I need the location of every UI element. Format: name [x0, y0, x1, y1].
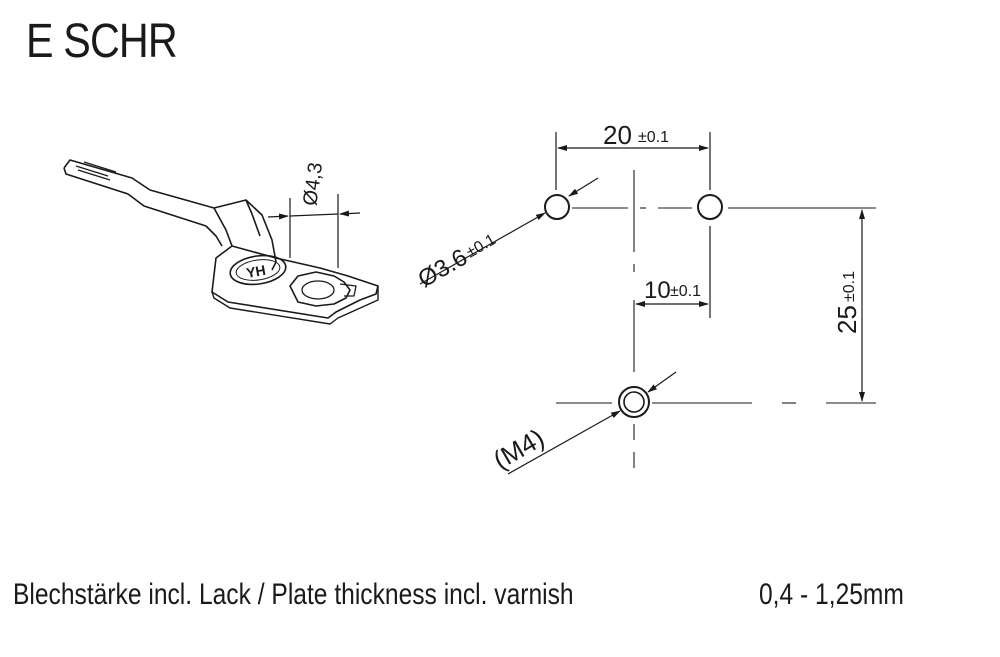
hole-pattern-view: 20 ±0.1 10 ±0.1 25 ±0.1 Ø3.6 ±0.1 (M4) [414, 120, 876, 475]
offset-horizontal-tolerance: ±0.1 [670, 283, 701, 300]
part-tab-ridges [75, 161, 117, 181]
plate-thickness-range: 0,4 - 1,25mm [759, 578, 904, 611]
hole-dimension-label: Ø4,3 [299, 161, 327, 207]
part-tab-outline [63, 159, 277, 271]
hole-dimension-lines [267, 194, 361, 268]
page-title: E SCHR [26, 15, 178, 68]
part-base-thickness [211, 286, 379, 325]
spacing-vertical-value: 25 [832, 305, 862, 334]
centerlines [556, 170, 876, 468]
hole-diameter-value: Ø3.6 [414, 244, 473, 293]
spacing-vertical-tolerance: ±0.1 [841, 271, 858, 302]
part-bend [213, 199, 261, 247]
part-tab-lower-edge [63, 167, 223, 247]
plate-thickness-description: Blechstärke incl. Lack / Plate thickness… [13, 578, 574, 611]
hole-bottom-threaded [618, 386, 650, 418]
part-logo-text: YH [245, 262, 267, 281]
hole-top-right [697, 194, 723, 220]
hole-top-left [544, 194, 570, 220]
part-logo-ellipse [229, 254, 287, 286]
spacing-horizontal-tolerance: ±0.1 [638, 129, 669, 146]
thread-label: (M4) [488, 422, 549, 475]
hole-diameter-tolerance: ±0.1 [464, 231, 499, 261]
part-isometric-view [63, 159, 379, 325]
spacing-horizontal-value: 20 [603, 120, 632, 150]
offset-horizontal-value: 10 [644, 277, 671, 304]
part-bolt-hole [289, 271, 351, 307]
